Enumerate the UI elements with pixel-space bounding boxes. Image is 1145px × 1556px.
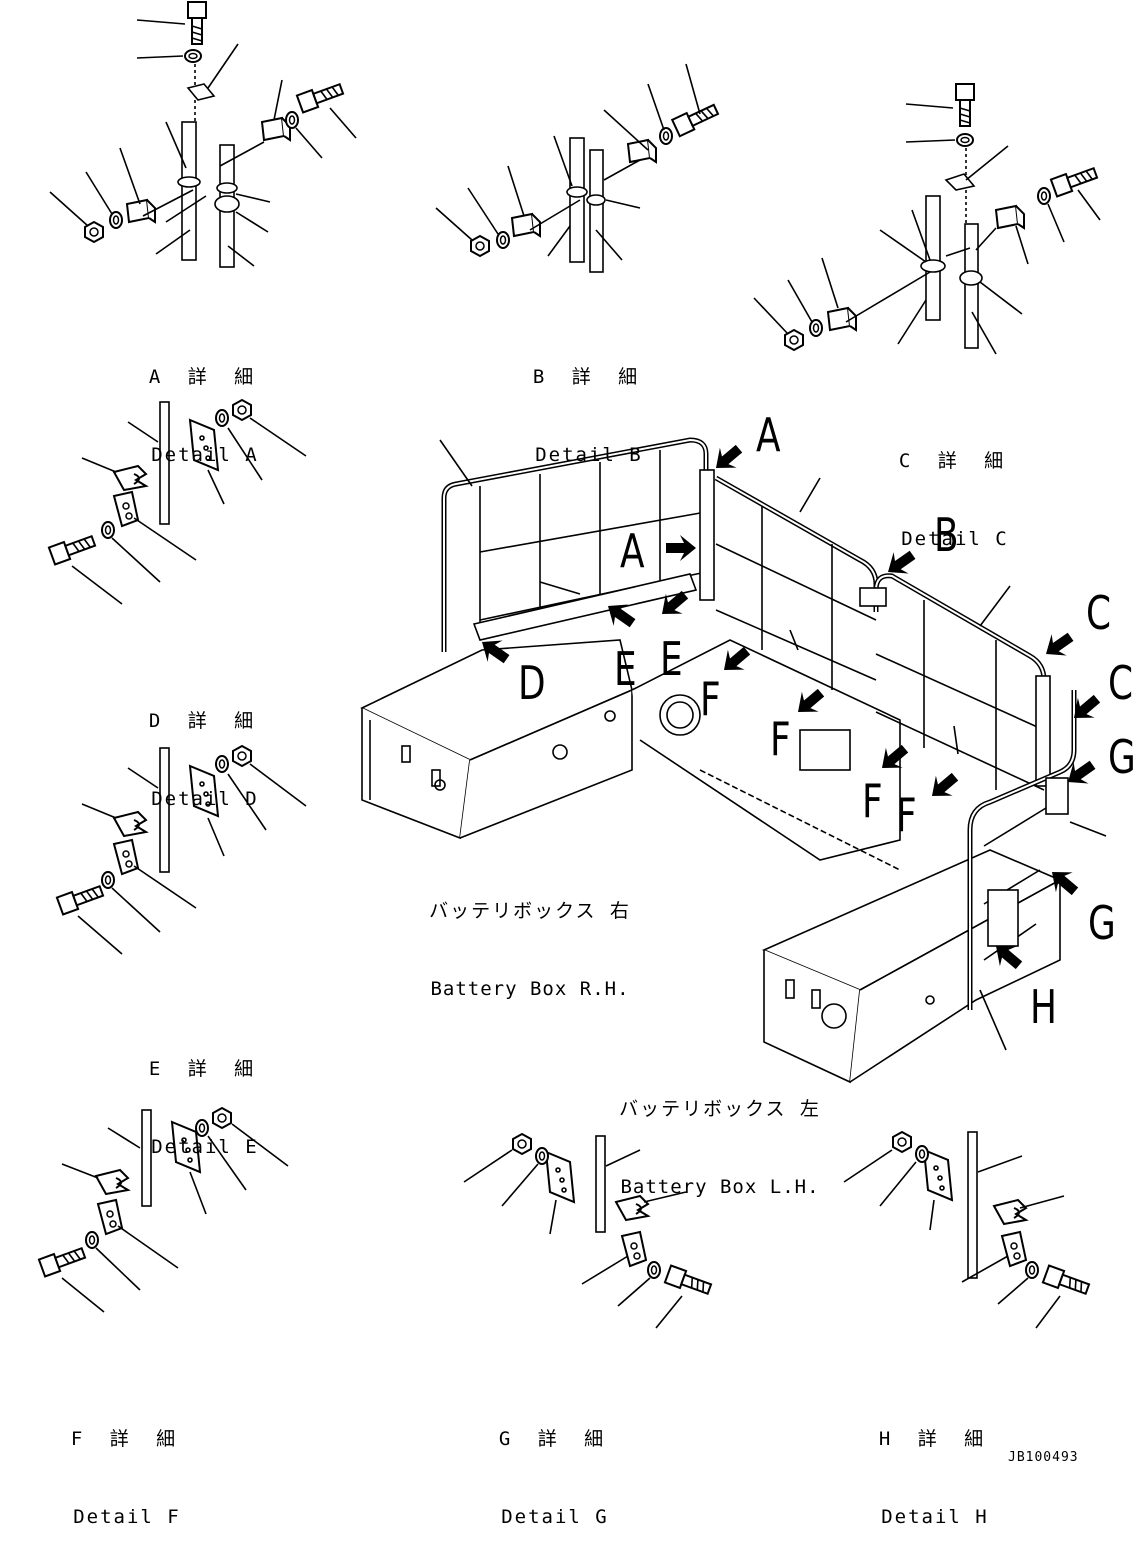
detail-f-drawing: [37, 1107, 289, 1313]
battery-rh-en: Battery Box R.H.: [430, 978, 630, 1000]
callout-g1: G: [1108, 730, 1136, 784]
detail-a-caption: A 詳 細 Detail A: [130, 312, 280, 494]
callout-e2: E: [660, 632, 683, 686]
detail-e-en: Detail E: [151, 1136, 259, 1158]
detail-c-caption: C 詳 細 Detail C: [880, 396, 1030, 578]
detail-h-en: Detail H: [881, 1506, 989, 1528]
detail-f-caption: F 詳 細 Detail F: [52, 1374, 202, 1556]
arrow-c1: [1038, 626, 1079, 665]
callout-b: B: [934, 508, 959, 562]
detail-a-drawing: [49, 1, 357, 268]
detail-b-en: Detail B: [535, 444, 643, 466]
battery-rh-caption: バッテリボックス 右 Battery Box R.H.: [410, 846, 650, 1028]
callout-f4: F: [896, 788, 917, 842]
callout-f1: F: [700, 672, 721, 726]
detail-g-en: Detail G: [501, 1506, 609, 1528]
callout-f2: F: [770, 712, 791, 766]
detail-a-en: Detail A: [151, 444, 259, 466]
detail-g-drawing: [463, 1133, 714, 1329]
callout-e1: E: [614, 642, 637, 696]
detail-c-en: Detail C: [901, 528, 1009, 550]
battery-lh-jp: バッテリボックス 左: [619, 1098, 821, 1120]
callout-d: D: [518, 656, 546, 710]
battery-rh-jp: バッテリボックス 右: [429, 900, 631, 922]
arrow-a2: [666, 535, 696, 561]
detail-b-caption: B 詳 細 Detail B: [514, 312, 664, 494]
callout-g2: G: [1088, 896, 1116, 950]
detail-d-en: Detail D: [151, 788, 259, 810]
callout-a1: A: [756, 408, 781, 462]
detail-d-drawing: [47, 399, 307, 605]
battery-lh-en: Battery Box L.H.: [620, 1176, 820, 1198]
drawing-code: JB100493: [1008, 1450, 1079, 1465]
detail-g-caption: G 詳 細 Detail G: [480, 1374, 630, 1556]
battery-lh-caption: バッテリボックス 左 Battery Box L.H.: [600, 1044, 840, 1226]
detail-d-caption: D 詳 細 Detail D: [130, 656, 280, 838]
callout-c1: C: [1086, 586, 1112, 640]
detail-e-jp: E 詳 細: [148, 1058, 262, 1080]
detail-e-drawing: [55, 745, 307, 955]
detail-g-jp: G 詳 細: [498, 1428, 612, 1450]
arrow-f4: [923, 766, 964, 806]
detail-c-jp: C 詳 細: [898, 450, 1012, 472]
detail-h-drawing: [843, 1131, 1092, 1329]
detail-d-jp: D 詳 細: [148, 710, 262, 732]
main-assembly-drawing: [360, 437, 1107, 1084]
detail-e-caption: E 詳 細 Detail E: [130, 1004, 280, 1186]
callout-f3: F: [862, 774, 883, 828]
parts-diagram: [37, 1, 1107, 1329]
detail-h-caption: H 詳 細 Detail H: [860, 1374, 1010, 1556]
detail-a-jp: A 詳 細: [148, 366, 262, 388]
callout-h: H: [1030, 980, 1057, 1034]
detail-h-jp: H 詳 細: [878, 1428, 992, 1450]
detail-f-en: Detail F: [73, 1506, 181, 1528]
detail-b-drawing: [435, 63, 721, 273]
detail-f-jp: F 詳 細: [70, 1428, 184, 1450]
callout-c2: C: [1108, 656, 1134, 710]
detail-b-jp: B 詳 細: [532, 366, 646, 388]
callout-a2: A: [620, 524, 645, 578]
detail-c-drawing: [753, 83, 1101, 355]
